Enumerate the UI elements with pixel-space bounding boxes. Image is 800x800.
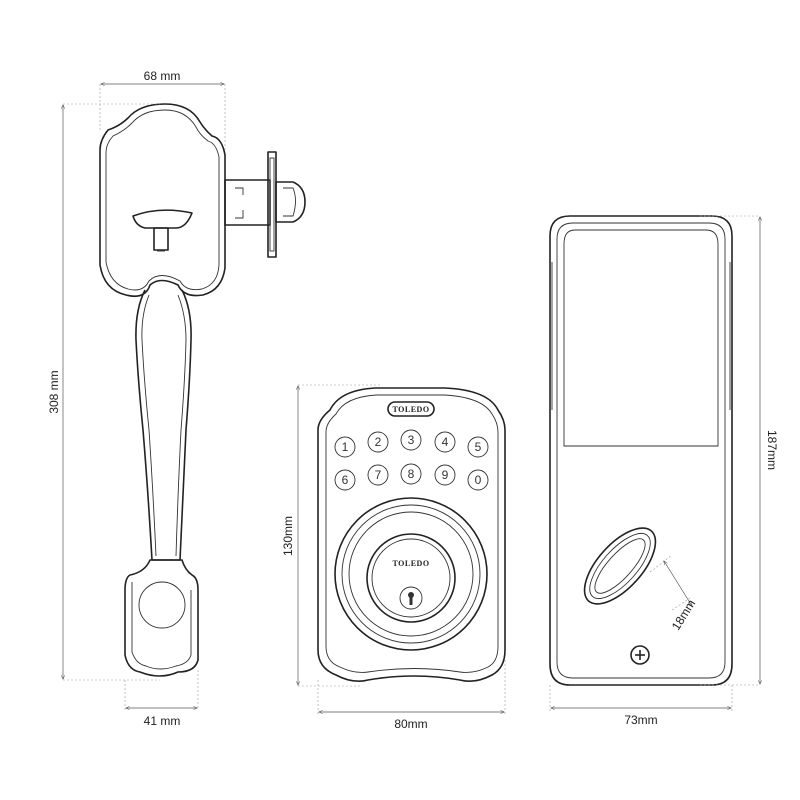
latch-assembly [224, 151, 306, 258]
key-button[interactable] [434, 431, 456, 453]
keypad-brand-text: TOLEDO [392, 405, 429, 414]
key-label: 0 [475, 473, 482, 487]
handle-width-label: 68 mm [144, 69, 181, 83]
key-label: 7 [375, 468, 382, 482]
thumbturn-size-label: 18mm [669, 597, 699, 633]
keypad-dimensions: 130mm 80mm [281, 384, 506, 731]
key-label: 9 [442, 468, 449, 482]
handleset-dimensions: 68 mm 308 mm 41 mm [47, 69, 226, 728]
thumb-lever [132, 209, 193, 229]
phillips-screw-icon [630, 645, 650, 665]
key-label: 6 [342, 473, 349, 487]
thumbturn[interactable] [572, 516, 668, 615]
key-button[interactable] [467, 469, 489, 491]
interior-unit-drawing [549, 215, 733, 686]
key-label: 1 [342, 440, 349, 454]
key-button[interactable] [334, 436, 356, 458]
handle-top-plate [99, 103, 226, 298]
key-button[interactable] [434, 464, 456, 486]
handle-height-label: 308 mm [47, 370, 61, 413]
handleset-drawing [99, 103, 306, 677]
handle-bottom-plate [124, 559, 199, 677]
handle-top-plate-inner [105, 109, 220, 291]
key-cylinder: TOLEDO [334, 497, 488, 651]
keypad-row-1: 1 2 3 4 5 [334, 429, 489, 458]
keypad-row-2: 6 7 8 9 0 [334, 463, 489, 491]
interior-width-label: 73mm [624, 713, 657, 727]
keypad-height-label: 130mm [281, 516, 295, 556]
keypad-width-label: 80mm [394, 717, 427, 731]
key-label: 3 [408, 433, 415, 447]
key-button[interactable] [367, 464, 389, 486]
handle-bottom-width-label: 41 mm [144, 714, 181, 728]
thumb-lever-stem [153, 227, 169, 251]
battery-cover [563, 229, 719, 447]
interior-height-label: 187mm [765, 430, 779, 470]
keypad-brand-badge [387, 401, 435, 417]
key-button[interactable] [467, 436, 489, 458]
handle-grip [135, 289, 192, 561]
key-button[interactable] [367, 431, 389, 453]
key-label: 2 [375, 435, 382, 449]
interior-housing [549, 215, 733, 686]
cylinder-brand-text: TOLEDO [392, 559, 429, 568]
key-button[interactable] [400, 463, 422, 485]
key-label: 4 [442, 435, 449, 449]
key-button[interactable] [400, 429, 422, 451]
keypad-drawing: TOLEDO 1 2 3 4 5 6 7 8 9 0 [317, 387, 506, 682]
interior-dimensions: 187mm 73mm 18mm [549, 215, 779, 727]
key-label: 5 [475, 440, 482, 454]
key-label: 8 [408, 467, 415, 481]
key-button[interactable] [334, 469, 356, 491]
keypad-escutcheon [317, 387, 506, 682]
keyhole-icon [408, 592, 414, 605]
